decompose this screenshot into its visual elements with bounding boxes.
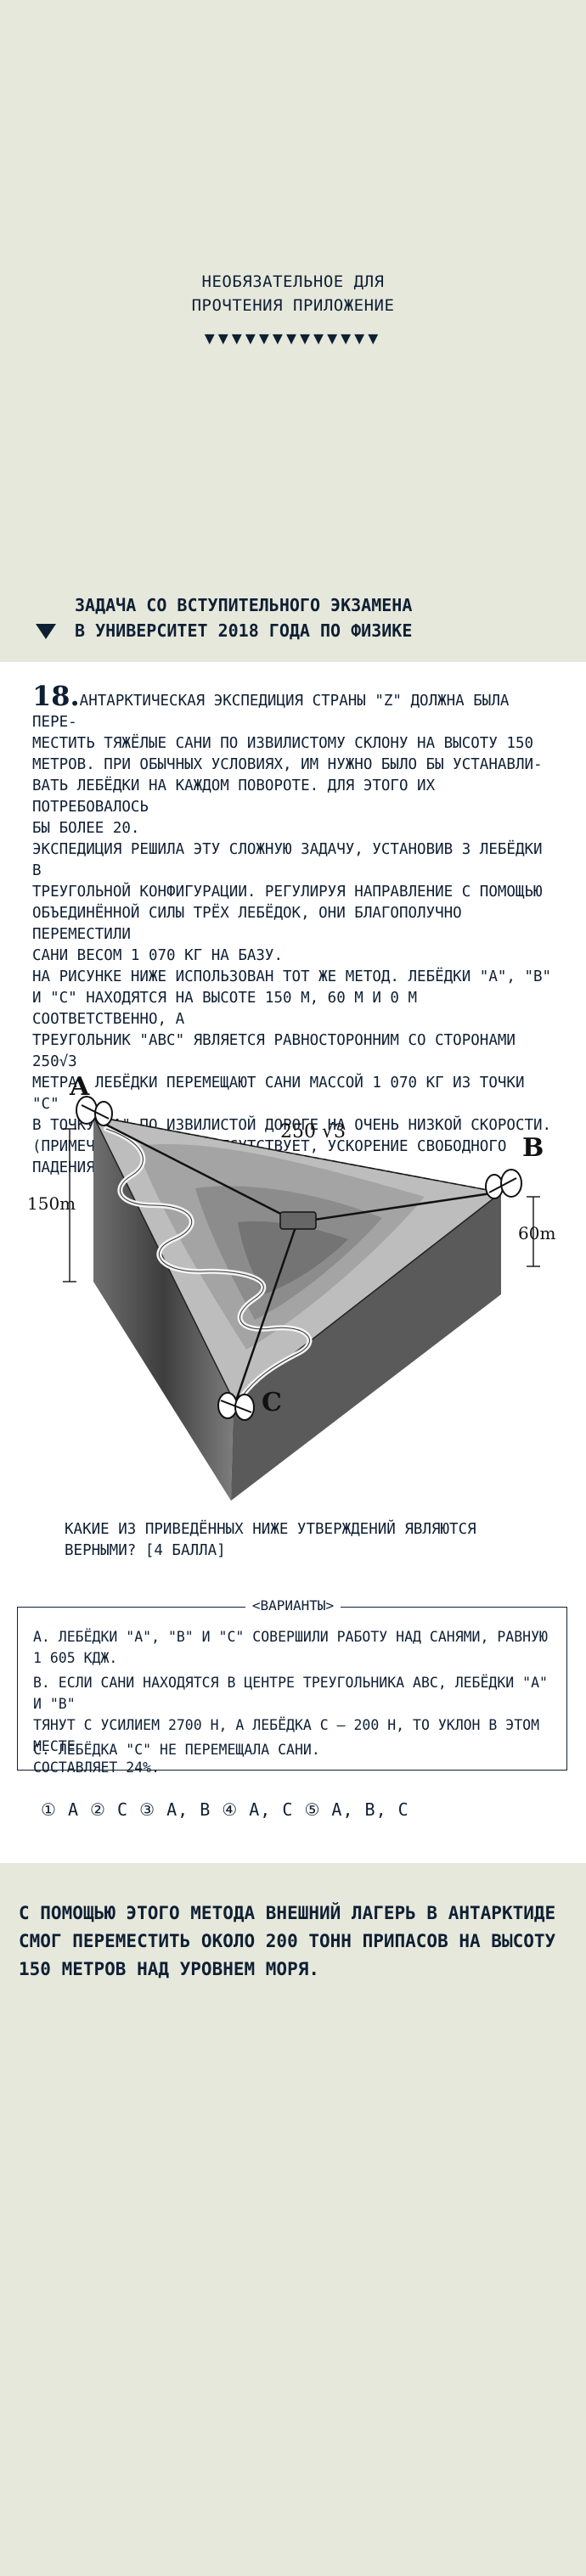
optional-note-line1: НЕОБЯЗАТЕЛЬНОЕ ДЛЯ xyxy=(201,272,385,291)
label-b: B xyxy=(522,1133,544,1163)
down-triangle-icon xyxy=(36,624,56,639)
cable-a xyxy=(97,1119,298,1224)
down-triangle-row-icon: ▼▼▼▼▼▼▼▼▼▼▼▼▼ xyxy=(204,328,382,348)
optional-note-line2: ПРОЧТЕНИЯ ПРИЛОЖЕНИЕ xyxy=(191,296,395,315)
option-a: А. ЛЕБЁДКИ "А", "В" И "С" СОВЕРШИЛИ РАБО… xyxy=(33,1629,548,1666)
exam-heading-line1: ЗАДАЧА СО ВСТУПИТЕЛЬНОГО ЭКЗАМЕНА xyxy=(75,595,413,615)
problem-statement: 18.АНТАРКТИЧЕСКАЯ ЭКСПЕДИЦИЯ СТРАНЫ "Z" … xyxy=(32,682,559,1179)
winch-c-icon xyxy=(217,1392,255,1421)
optional-appendix-note: НЕОБЯЗАТЕЛЬНОЕ ДЛЯ ПРОЧТЕНИЯ ПРИЛОЖЕНИЕ xyxy=(0,270,586,317)
contour-band-3 xyxy=(238,1221,348,1294)
cliff-left-face xyxy=(93,1116,234,1501)
option-b: В. ЕСЛИ САНИ НАХОДЯТСЯ В ЦЕНТРЕ ТРЕУГОЛЬ… xyxy=(33,1675,548,1776)
cliff-right-face xyxy=(231,1193,501,1501)
exam-heading: ЗАДАЧА СО ВСТУПИТЕЛЬНОГО ЭКЗАМЕНА В УНИВ… xyxy=(75,592,412,643)
question-text: КАКИЕ ИЗ ПРИВЕДЁННЫХ НИЖЕ УТВЕРЖДЕНИЙ ЯВ… xyxy=(65,1521,476,1559)
options-title: <ВАРИАНТЫ> xyxy=(18,1597,568,1614)
cable-c xyxy=(234,1221,299,1401)
side-length-label: 250 √3 xyxy=(280,1121,346,1142)
problem-number: 18. xyxy=(32,680,80,712)
winding-road-edge xyxy=(105,1128,310,1397)
option-c: С. ЛЕБЁДКА "С" НЕ ПЕРЕМЕЩАЛА САНИ. xyxy=(33,1742,320,1758)
height-a-label: 150m xyxy=(27,1193,76,1214)
sled xyxy=(279,1211,317,1230)
edge-ab-dashed xyxy=(93,1115,502,1193)
problem-text: АНТАРКТИЧЕСКАЯ ЭКСПЕДИЦИЯ СТРАНЫ "Z" ДОЛ… xyxy=(32,693,552,1176)
cable-b xyxy=(296,1191,498,1224)
footer-text: С ПОМОЩЬЮ ЭТОГО МЕТОДА ВНЕШНИЙ ЛАГЕРЬ В … xyxy=(19,1903,556,1979)
options-title-label: <ВАРИАНТЫ> xyxy=(245,1597,341,1614)
winch-b-icon xyxy=(485,1169,522,1199)
terrain-figure: A B C 250 √3 150m 60m xyxy=(27,1072,555,1501)
label-a: A xyxy=(69,1072,90,1102)
label-c: C xyxy=(262,1388,282,1417)
winch-a-icon xyxy=(76,1096,113,1126)
exam-heading-line2: В УНИВЕРСИТЕТ 2018 ГОДА ПО ФИЗИКЕ xyxy=(75,620,413,641)
answer-choices: ① А ② С ③ А, В ④ А, С ⑤ А, В, С xyxy=(41,1799,409,1820)
height-b-label: 60m xyxy=(518,1223,555,1243)
options-box: <ВАРИАНТЫ> А. ЛЕБЁДКИ "А", "В" И "С" СОВ… xyxy=(17,1597,567,1776)
